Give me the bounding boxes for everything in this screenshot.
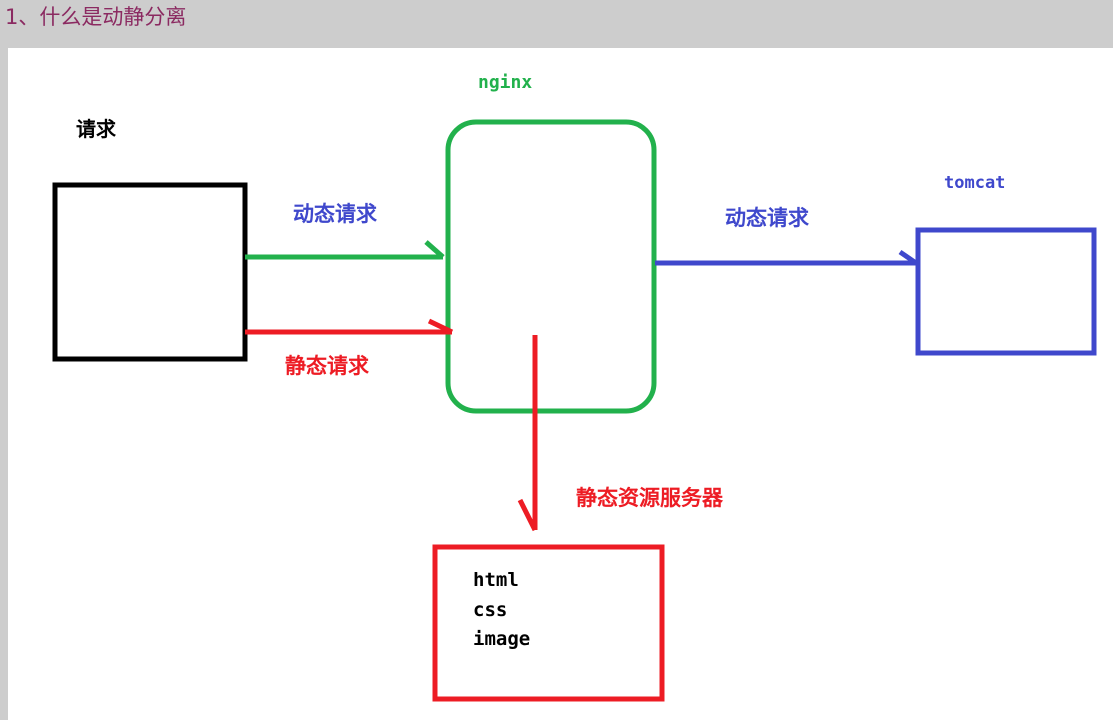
static-item-css: css xyxy=(473,599,507,621)
static-server-box xyxy=(432,544,665,702)
static-request-arrowhead xyxy=(427,318,454,335)
tomcat-box xyxy=(915,227,1097,356)
static-item-image: image xyxy=(473,628,530,650)
client-box xyxy=(52,182,248,362)
dynamic-request-label: 动态请求 xyxy=(293,202,377,226)
dynamic-request-arrowhead xyxy=(424,240,445,259)
tomcat-label: tomcat xyxy=(944,173,1005,193)
nginx-box xyxy=(445,119,657,414)
static-request-label: 静态请求 xyxy=(285,354,369,378)
tomcat-request-arrowhead xyxy=(898,249,918,266)
nginx-label: nginx xyxy=(478,72,532,93)
client-label: 请求 xyxy=(76,117,117,141)
static-server-label: 静态资源服务器 xyxy=(576,486,724,510)
static-resource-arrowhead xyxy=(517,498,538,532)
page-title: 1、什么是动静分离 xyxy=(5,5,187,29)
tomcat-request-label: 动态请求 xyxy=(725,206,809,230)
diagram-canvas xyxy=(8,48,1113,720)
static-item-html: html xyxy=(473,569,519,591)
